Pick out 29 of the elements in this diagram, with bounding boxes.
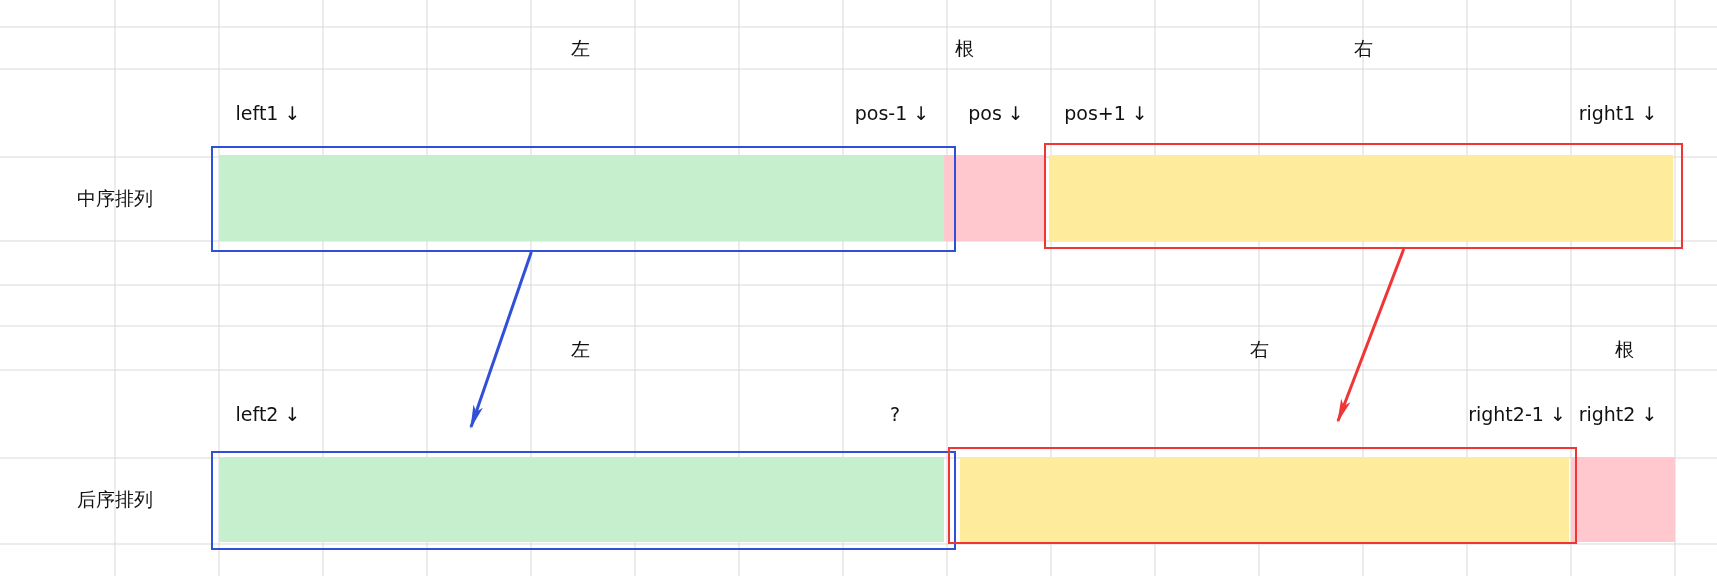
filled-bar — [219, 457, 944, 542]
filled-bar — [944, 155, 1046, 241]
outline-box — [948, 447, 1577, 544]
arrow — [1336, 248, 1406, 423]
column-label: 根 — [954, 36, 974, 61]
filled-bar — [219, 155, 944, 241]
column-label: left2 ↓ — [235, 403, 301, 425]
arrow — [469, 251, 533, 429]
filled-bar — [1049, 155, 1673, 241]
filled-bar — [960, 457, 1569, 542]
row-label: 后序排列 — [77, 487, 153, 512]
column-label: left1 ↓ — [235, 102, 301, 124]
column-label: pos ↓ — [968, 102, 1024, 124]
column-label: 左 — [570, 36, 590, 61]
column-label: ? — [889, 403, 901, 425]
filled-bar — [1571, 457, 1675, 542]
column-label: right2 ↓ — [1578, 403, 1658, 425]
column-label: pos+1 ↓ — [1064, 102, 1148, 124]
column-label: 左 — [570, 337, 590, 362]
column-label: 右 — [1249, 337, 1269, 362]
row-label: 中序排列 — [77, 186, 153, 211]
column-label: 右 — [1353, 36, 1373, 61]
column-label: pos-1 ↓ — [854, 102, 930, 124]
outline-box — [211, 451, 956, 550]
outline-box — [1044, 143, 1683, 249]
column-label: right1 ↓ — [1578, 102, 1658, 124]
outline-box — [211, 146, 956, 252]
column-label: right2-1 ↓ — [1468, 403, 1566, 425]
column-label: 根 — [1614, 337, 1634, 362]
